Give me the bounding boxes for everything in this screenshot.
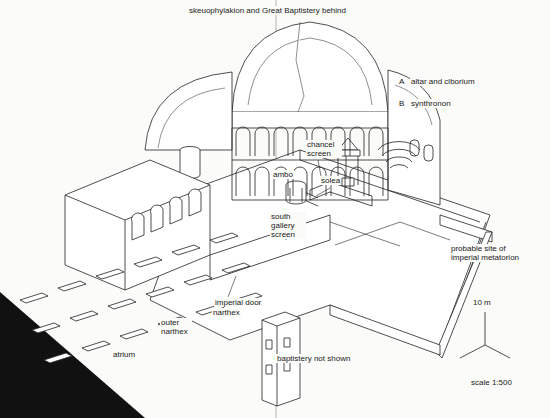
part-label: skeuophylakion and Great Baptistery behi… (188, 6, 347, 15)
foundation-block (222, 263, 250, 273)
arch (255, 167, 269, 196)
foundation-block (58, 281, 86, 291)
foundation-block (70, 311, 98, 321)
precinct-wall (330, 215, 492, 358)
window (132, 213, 144, 240)
foundation-block (184, 275, 212, 285)
arch (369, 167, 383, 196)
foundation-block (108, 299, 136, 309)
main-dome (232, 22, 388, 128)
foundation-block (82, 341, 110, 351)
foundation-block (146, 287, 174, 297)
ambo (286, 181, 306, 204)
part-label: imperial door (214, 298, 262, 307)
arch (350, 127, 364, 156)
window (189, 189, 202, 216)
part-label: narthex (212, 308, 241, 317)
arch (293, 167, 307, 196)
part-label: B (398, 99, 405, 108)
part-label: ambo (272, 170, 294, 179)
east-apse (388, 70, 440, 205)
part-label: scale 1:500 (470, 378, 513, 387)
part-label: atrium (112, 350, 136, 359)
arch (255, 127, 269, 156)
scale-axes (460, 312, 510, 358)
arch (350, 167, 364, 196)
narthex-windows (132, 189, 201, 240)
foundation-block (210, 233, 238, 243)
arch (236, 167, 250, 196)
part-label: baptistery not shown (276, 354, 351, 363)
foundation-block (32, 323, 60, 333)
part-label: probable site of imperial metatorion (450, 244, 532, 262)
part-label: A (398, 77, 405, 86)
leader-lines (228, 160, 330, 297)
west-half-dome (145, 72, 232, 150)
chancel-screen (310, 182, 372, 206)
foundation-block (44, 353, 72, 363)
arch (274, 127, 288, 156)
foundation-block (20, 293, 48, 303)
part-label: chancel screen (306, 140, 342, 158)
atrium-foundations (20, 233, 262, 363)
synthronon-tiers (378, 142, 420, 168)
part-label: outer narthex (160, 318, 192, 336)
arch (293, 127, 307, 156)
arch (369, 127, 383, 156)
dark-corner (0, 292, 145, 418)
gallery-arcades (232, 127, 388, 200)
part-label: synthronon (410, 99, 452, 108)
arch (236, 127, 250, 156)
window (151, 205, 163, 232)
foundation-block (120, 329, 148, 339)
foundation-block (172, 245, 200, 255)
foundation-block (134, 257, 162, 267)
part-label: 10 m (472, 298, 492, 307)
part-label: south gallery screen (270, 212, 306, 239)
part-label: altar and ciborium (410, 77, 476, 86)
part-label: solea (320, 176, 341, 185)
narthex-block (65, 160, 210, 290)
foundation-block (96, 269, 124, 279)
window (169, 197, 182, 224)
